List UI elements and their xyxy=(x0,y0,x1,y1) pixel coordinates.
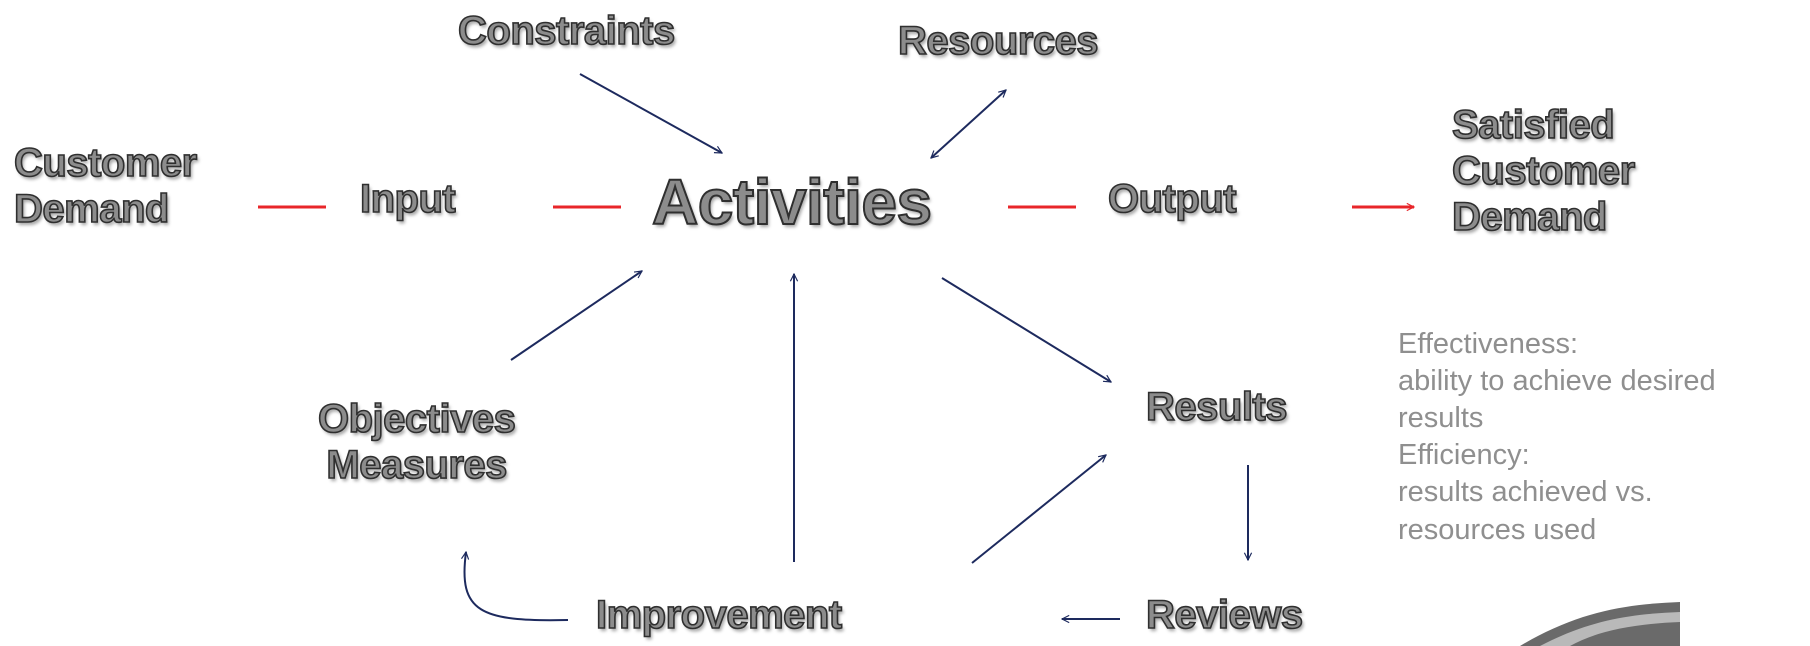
node-customer-demand: Customer Demand xyxy=(13,140,198,232)
arrow-improvement-results xyxy=(971,455,1106,564)
node-customer-demand-line1: Customer xyxy=(13,140,198,186)
node-satisfied-line2: Customer xyxy=(1451,148,1636,194)
node-satisfied-customer-demand: Satisfied Customer Demand xyxy=(1451,102,1636,240)
arrow-constraints-activities xyxy=(579,73,722,154)
node-reviews: Reviews xyxy=(1145,592,1304,638)
note-efficiency-line1: results achieved vs. xyxy=(1398,476,1653,509)
arrow-activities-resources xyxy=(931,90,1006,158)
node-activities: Activities xyxy=(651,165,933,239)
arrow-activities-results xyxy=(941,277,1111,383)
node-objectives-line2: Measures xyxy=(326,442,509,488)
node-constraints: Constraints xyxy=(457,8,676,54)
node-objectives-line1: Objectives xyxy=(317,396,516,442)
note-effectiveness-line1: ability to achieve desired xyxy=(1398,365,1716,398)
node-input: Input xyxy=(359,176,456,222)
node-satisfied-line1: Satisfied xyxy=(1451,102,1615,148)
note-effectiveness-line2: results xyxy=(1398,402,1484,435)
arrow-improvement-objectives xyxy=(464,552,569,622)
node-resources: Resources xyxy=(897,18,1099,64)
corner-swoosh-highlight xyxy=(1540,612,1680,646)
note-efficiency-line2: resources used xyxy=(1398,513,1597,546)
definitions-note: Effectiveness: ability to achieve desire… xyxy=(1398,326,1716,549)
note-effectiveness-title: Effectiveness: xyxy=(1398,328,1579,360)
node-customer-demand-line2: Demand xyxy=(13,186,170,232)
node-objectives-measures: Objectives Measures xyxy=(317,396,516,488)
arrow-objectives-activities xyxy=(510,270,642,361)
node-satisfied-line3: Demand xyxy=(1451,194,1608,240)
node-results: Results xyxy=(1145,384,1288,430)
node-improvement: Improvement xyxy=(595,592,843,638)
node-output: Output xyxy=(1107,176,1237,222)
note-efficiency-title: Efficiency: xyxy=(1398,439,1530,472)
